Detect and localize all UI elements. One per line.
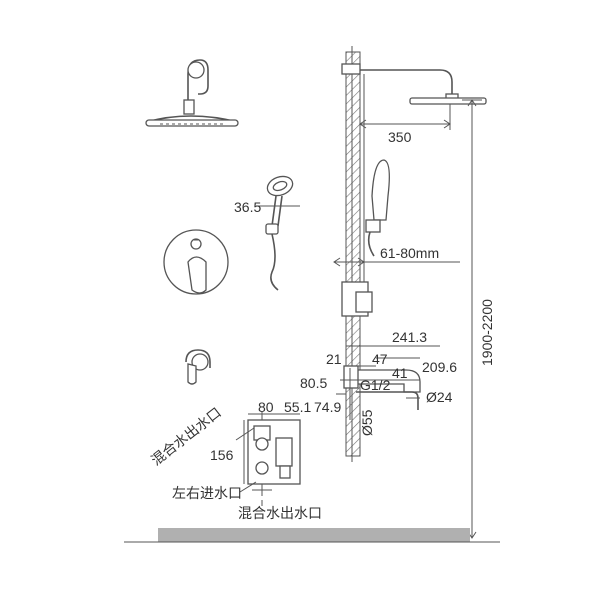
dim-55-1: 55.1 [284,399,311,415]
dim-350: 350 [388,129,412,145]
dim-o24: Ø24 [426,389,453,405]
dim-g1-2: G1/2 [360,377,391,393]
dim-209-6: 209.6 [422,359,457,375]
shower-column-icon [341,63,487,410]
dimension-lines [235,99,482,539]
dim-o55: Ø55 [359,409,375,436]
mixer-valve-icon [163,229,229,295]
dim-80-5: 80.5 [300,375,327,391]
floor [158,528,470,542]
dim-41: 41 [392,365,408,381]
dim-156: 156 [210,447,234,463]
label-inlet: 左右进水口 [172,486,242,502]
dim-21: 21 [326,351,342,367]
hand-shower-icon [262,175,300,291]
dim-36-5: 36.5 [234,199,261,215]
rain-shower-head-icon [145,59,239,127]
concealed-valve-box-icon [247,412,301,496]
dim-47: 47 [372,351,388,367]
label-mix-outlet-bottom: 混合水出水口 [238,506,322,522]
dim-61-80mm: 61-80mm [380,245,439,261]
dim-74-9: 74.9 [314,399,341,415]
wall-section [345,46,361,462]
dim-80: 80 [258,399,274,415]
wall-elbow-icon [185,349,211,385]
dim-1900-2200: 1900-2200 [479,299,495,366]
dim-241-3: 241.3 [392,329,427,345]
